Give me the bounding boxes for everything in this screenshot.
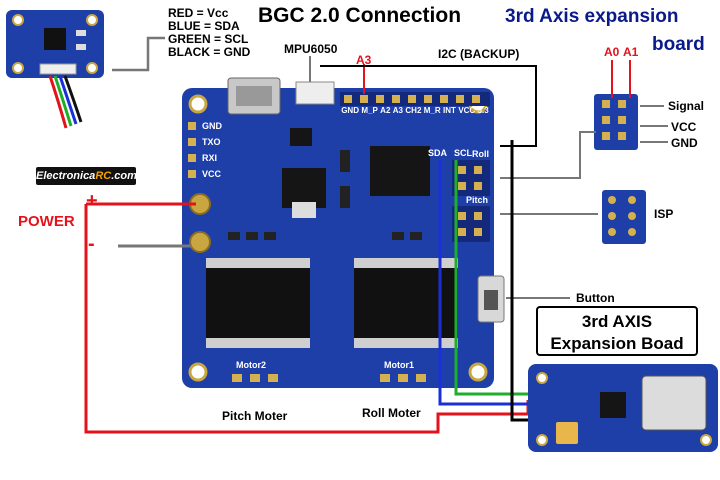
silk-left-vcc: VCC [202,169,222,179]
silk-header-mp: M_P [361,106,378,115]
isp-label: ISP [654,207,674,221]
legend-black: BLACK = GND [168,45,251,59]
legend-pointer [112,36,165,72]
expansion-box-line1: 3rd AXIS [581,312,653,331]
silk-header-gnd: GND [341,106,359,115]
gnd-label: GND [671,136,698,150]
silk-header-int: INT [443,106,456,115]
roll-pointer [500,131,596,179]
diagram-title: BGC 2.0 Connection [258,4,462,27]
silk-left-rxi: RXI [202,153,218,163]
roll-motor-label: Roll Moter [362,406,421,420]
silk-left-gnd: GND [202,121,222,131]
mpu-label: MPU6050 [284,42,338,56]
i2c-backup-line [320,65,537,147]
silk-sda: SDA [428,148,448,158]
sda-wire [438,160,530,406]
isp-header-board [602,190,646,244]
a0-label: A0 [604,45,620,59]
power-label: POWER [18,213,75,230]
logo-text-part1: Electronica [36,170,96,182]
power-minus-sign: - [88,233,95,255]
silk-motor1: Motor1 [384,360,414,370]
legend-blue: BLUE = SDA [168,19,240,33]
silk-header-row: GND M_P A2 A3 CH2 M_R INT VCC 3.3 [340,106,490,120]
electronicarc-logo: ElectronicaRC.com [36,167,137,185]
bgc-controller-board [182,77,505,388]
pitch-motor-label: Pitch Moter [222,409,288,423]
expansion-box-label: 3rd AXIS Expansion Boad [536,306,698,356]
silk-header-mr: M_R [423,106,441,115]
legend-red: RED = Vcc [168,6,229,20]
vcc-label: VCC [671,120,697,134]
gnd-wire [510,140,530,422]
expansion-box-line2: Expansion Boad [550,334,684,353]
silk-header-a3: A3 [392,106,404,115]
a3-label: A3 [356,53,372,67]
button-label: Button [576,291,615,305]
connector-pointers [640,105,668,143]
signal-label: Signal [668,99,705,113]
silk-pitch: Pitch [466,195,489,205]
scl-wire [454,160,530,396]
i2c-label: I2C (BACKUP) [438,47,520,61]
legend-green: GREEN = SCL [168,32,249,46]
silk-header-vcc: VCC [458,106,476,115]
axis-connector-board [594,94,638,150]
sensor-cable [48,75,83,129]
power-plus-sign: + [86,190,98,212]
logo-text-part2: RC [95,170,112,182]
expansion-board [528,364,718,452]
expansion-heading-line1: 3rd Axis expansion [505,6,679,27]
silk-header-a2: A2 [380,106,391,115]
silk-header-33: 3.3 [477,106,489,115]
logo-text-part3: .com [111,170,137,182]
silk-scl: SCL [454,148,472,158]
silk-header-ch2: CH2 [405,106,422,115]
silk-roll: Roll [472,149,489,159]
mpu6050-breakout [6,10,104,78]
expansion-heading-line2: board [652,34,705,55]
silk-left-txo: TXO [202,137,221,147]
a1-label: A1 [623,45,639,59]
silk-motor2: Motor2 [236,360,266,370]
